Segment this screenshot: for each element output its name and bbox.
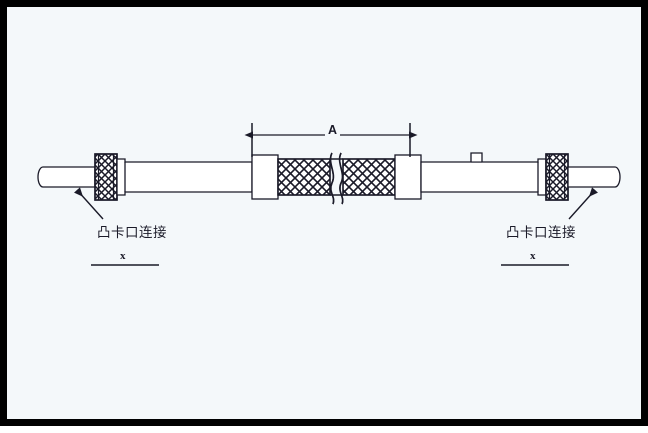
annotation-label-left: 凸卡口连接 xyxy=(95,220,169,242)
blank-mark-right: x xyxy=(530,250,536,262)
rounded-end-cap-left xyxy=(37,166,96,188)
dimension-label-a: A xyxy=(325,123,341,137)
annotation-label-right: 凸卡口连接 xyxy=(504,220,578,242)
leader-line-right xyxy=(568,187,598,220)
knurled-nut-right xyxy=(545,153,569,201)
knurled-nut-left xyxy=(94,153,118,201)
blank-mark-left: x xyxy=(120,250,126,262)
tapered-tube-right xyxy=(420,158,547,196)
braided-hose-right xyxy=(342,158,396,196)
technical-drawing-canvas xyxy=(37,123,621,266)
tapered-tube-left xyxy=(116,158,253,196)
rounded-end-cap-right xyxy=(567,166,621,188)
break-symbol xyxy=(329,152,344,205)
ferrule-left xyxy=(251,154,279,200)
ferrule-right xyxy=(394,154,422,200)
leader-line-left xyxy=(74,187,104,220)
braided-hose-left xyxy=(277,158,331,196)
square-tab xyxy=(470,152,483,163)
